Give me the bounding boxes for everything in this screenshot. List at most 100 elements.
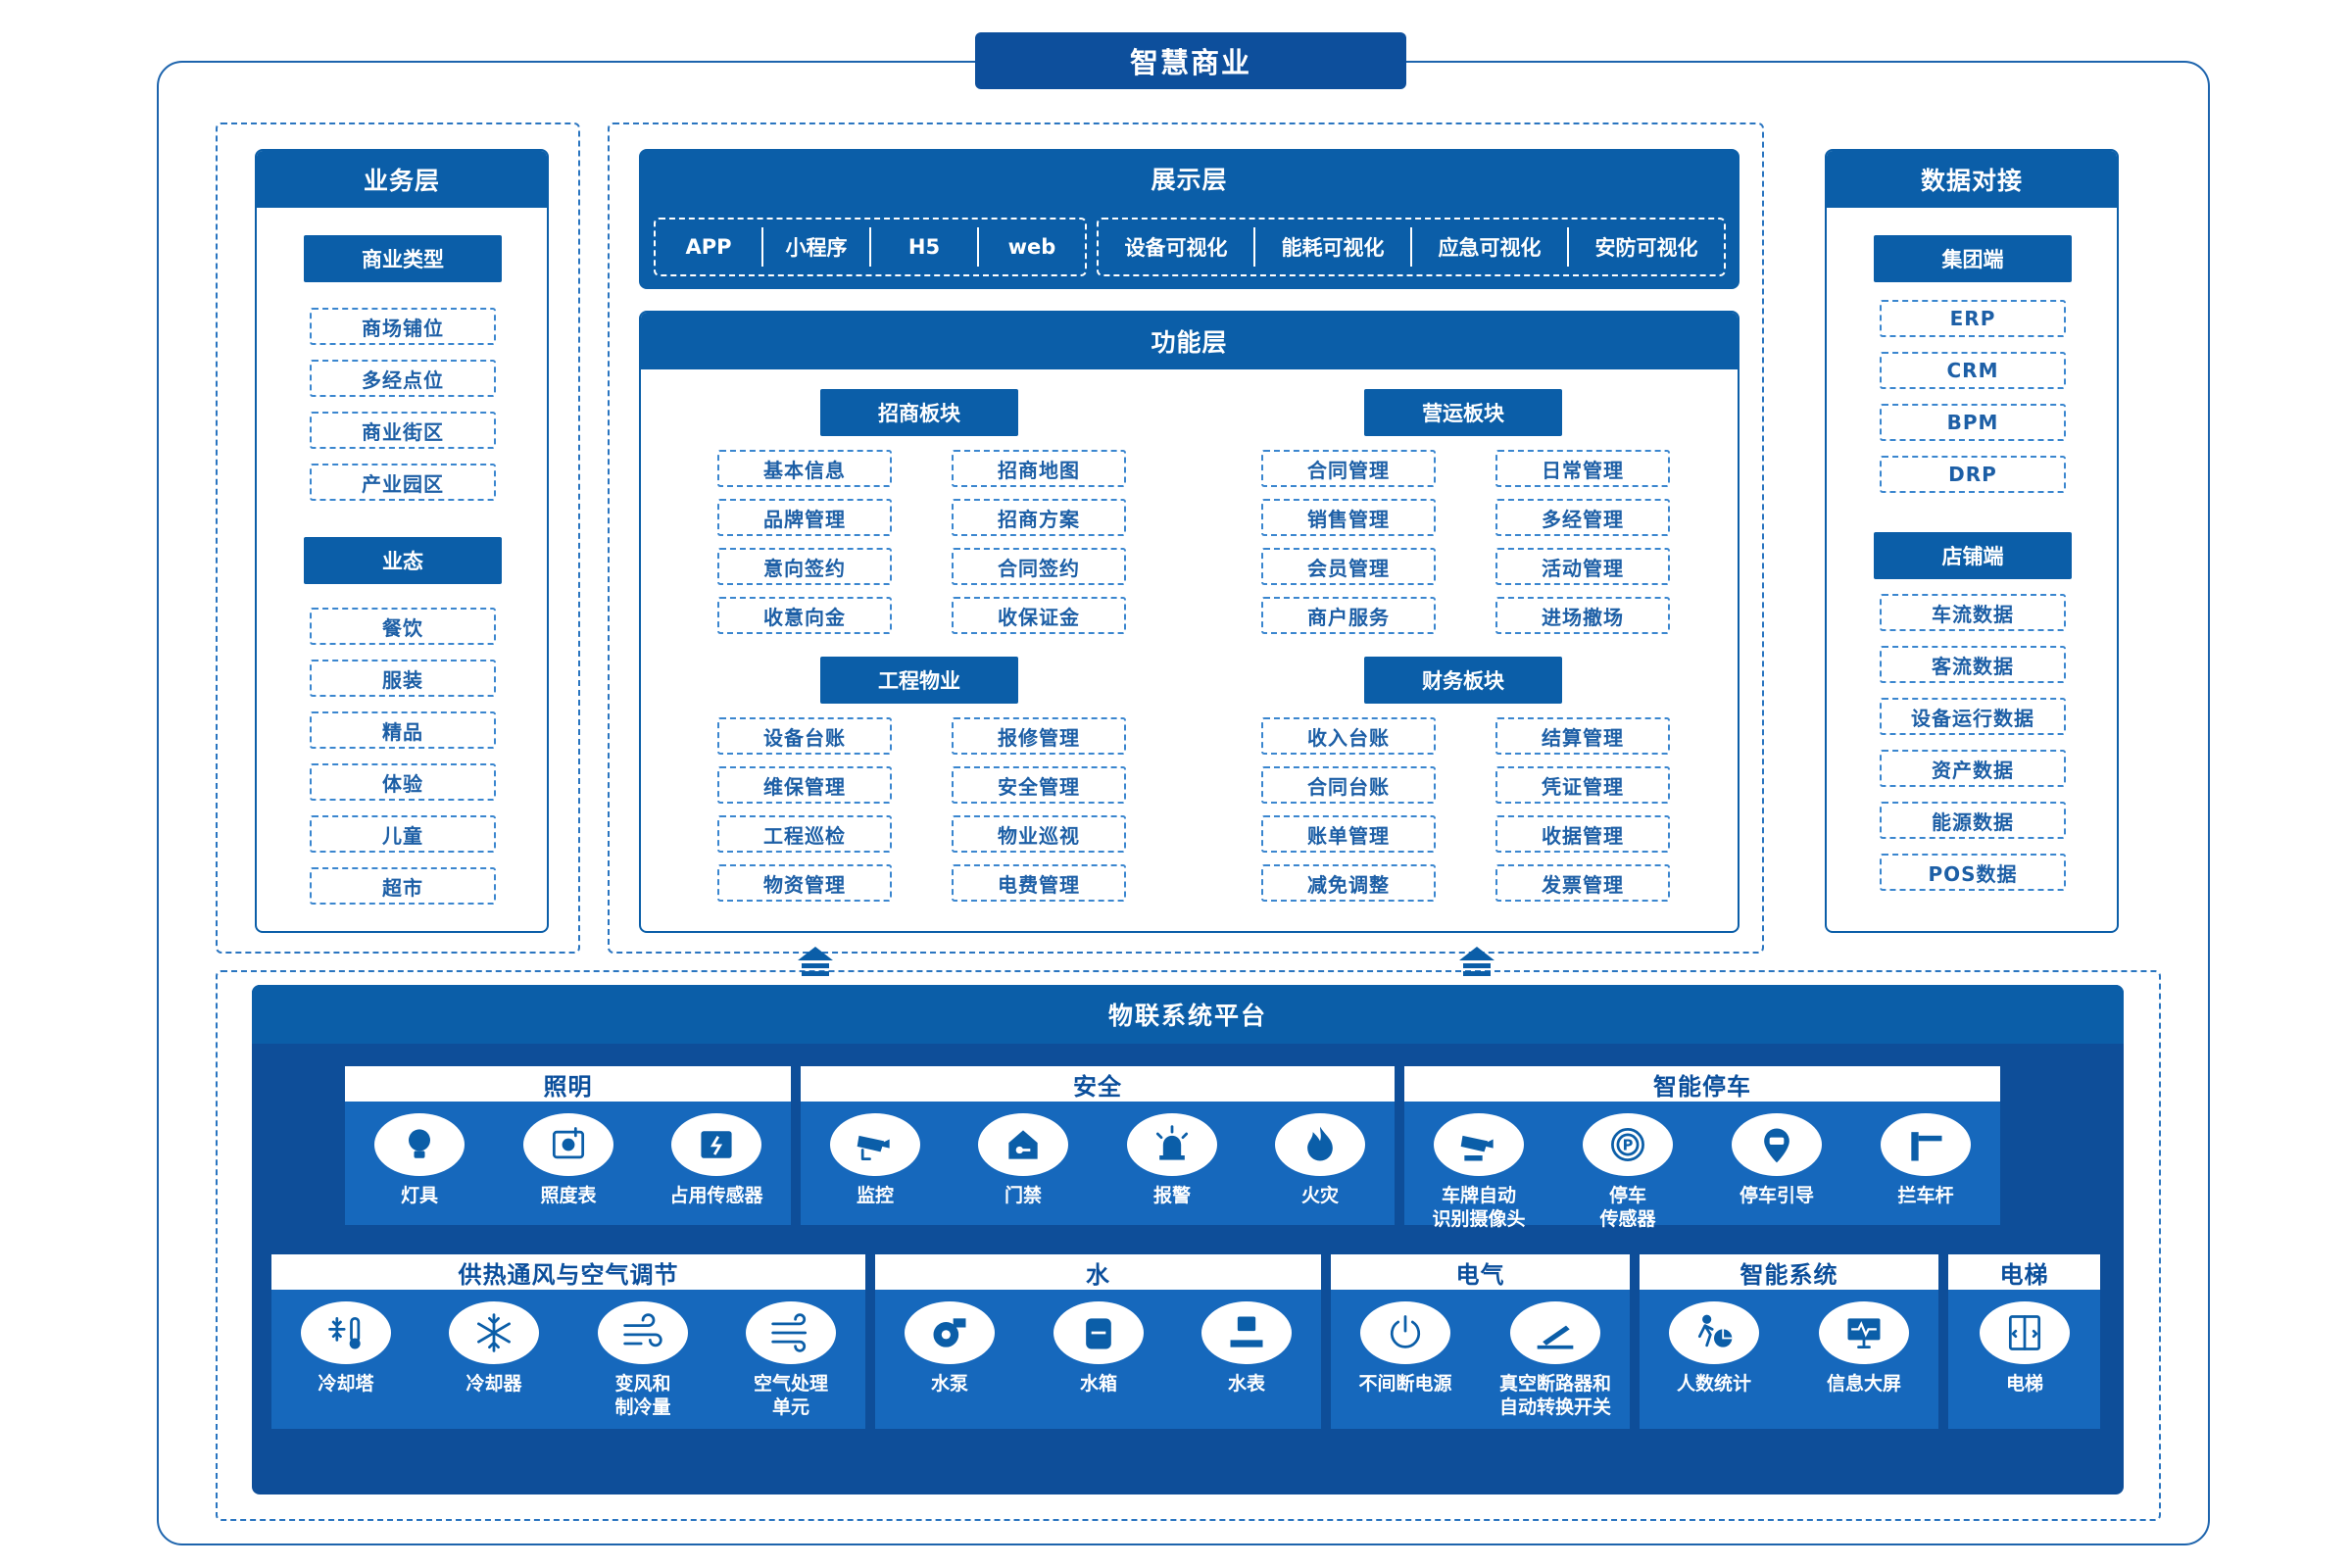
iot-device-label: 真空断路器和 自动转换开关 [1498, 1373, 1611, 1418]
up-arrow-icon [1459, 947, 1494, 976]
display-group-visualization: 设备可视化能耗可视化应急可视化安防可视化 [1097, 218, 1726, 276]
function-item: 收入台账 [1261, 717, 1436, 755]
business-format-item: 体验 [310, 763, 496, 801]
iot-device-label: 占用传感器 [669, 1185, 763, 1206]
function-item: 合同台账 [1261, 766, 1436, 804]
display-layer-title: 展示层 [641, 151, 1738, 206]
business-format-item: 超市 [310, 867, 496, 905]
iot-device[interactable]: 水箱 [1035, 1301, 1162, 1396]
divider [1567, 227, 1569, 267]
elevator-icon [1980, 1301, 2070, 1364]
plate-camera-icon [1434, 1113, 1524, 1176]
iot-device-label: 报警 [1152, 1185, 1191, 1206]
iot-device[interactable]: 车牌自动 识别摄像头 [1415, 1113, 1543, 1231]
iot-device[interactable]: 变风和 制冷量 [579, 1301, 707, 1419]
divider [977, 227, 979, 267]
iot-device[interactable]: 拦车杆 [1862, 1113, 1989, 1207]
iot-device[interactable]: 电梯 [1961, 1301, 2088, 1396]
iot-device[interactable]: 报警 [1108, 1113, 1236, 1207]
iot-device[interactable]: 监控 [811, 1113, 939, 1207]
water-tank-icon [1054, 1301, 1144, 1364]
iot-device-label: 拦车杆 [1897, 1185, 1954, 1206]
function-item: 收据管理 [1495, 815, 1670, 853]
iot-device[interactable]: 空气处理 单元 [727, 1301, 855, 1419]
iot-group-title: 电梯 [1948, 1254, 2100, 1290]
iot-device[interactable]: 冷却塔 [282, 1301, 410, 1396]
iot-device[interactable]: 冷却器 [430, 1301, 558, 1396]
iot-device[interactable]: 人数统计 [1650, 1301, 1778, 1396]
business-format-label: 业态 [304, 537, 502, 584]
iot-device[interactable]: 水表 [1183, 1301, 1310, 1396]
iot-device-label: 人数统计 [1676, 1373, 1751, 1395]
shop-end-label: 店铺端 [1874, 532, 2072, 579]
iot-device[interactable]: 火灾 [1256, 1113, 1384, 1207]
iot-device[interactable]: 停车引导 [1713, 1113, 1840, 1207]
function-item: 合同签约 [952, 548, 1126, 585]
function-item: 会员管理 [1261, 548, 1436, 585]
iot-device[interactable]: 照度表 [505, 1113, 632, 1207]
display-item: H5 [907, 235, 941, 259]
iot-group-title: 电气 [1331, 1254, 1630, 1290]
iot-device[interactable]: 灯具 [356, 1113, 483, 1207]
group-end-item: BPM [1880, 404, 2066, 441]
snowflake-icon [449, 1301, 539, 1364]
function-item: 报修管理 [952, 717, 1126, 755]
shop-end-item: 设备运行数据 [1880, 698, 2066, 735]
business-format-item: 儿童 [310, 815, 496, 853]
iot-device-label: 空气处理 单元 [753, 1373, 828, 1418]
occupancy-sensor-icon [671, 1113, 761, 1176]
info-screen-icon [1819, 1301, 1909, 1364]
shop-end-item: 资产数据 [1880, 750, 2066, 787]
fire-icon [1275, 1113, 1365, 1176]
function-layer-title: 功能层 [641, 313, 1738, 369]
iot-device[interactable]: 不间断电源 [1342, 1301, 1469, 1396]
iot-device[interactable]: 占用传感器 [653, 1113, 780, 1207]
function-item: 进场撤场 [1495, 597, 1670, 634]
iot-group-title: 水 [875, 1254, 1321, 1290]
air-handler-icon [746, 1301, 836, 1364]
up-arrow-icon [798, 947, 833, 976]
business-format-item: 精品 [310, 711, 496, 749]
function-item: 意向签约 [717, 548, 892, 585]
function-item: 设备台账 [717, 717, 892, 755]
divider [761, 227, 763, 267]
iot-device[interactable]: 真空断路器和 自动转换开关 [1492, 1301, 1619, 1419]
iot-device-label: 停车引导 [1739, 1185, 1814, 1206]
business-type-item: 商业街区 [310, 412, 496, 449]
function-item: 日常管理 [1495, 450, 1670, 487]
iot-group-title: 供热通风与空气调节 [271, 1254, 865, 1290]
iot-device-label: 冷却器 [466, 1373, 522, 1395]
iot-device-label: 电梯 [2005, 1373, 2043, 1395]
iot-device-label: 冷却塔 [318, 1373, 374, 1395]
iot-region [216, 970, 2161, 1521]
divider [1410, 227, 1412, 267]
function-item: 物资管理 [717, 864, 892, 902]
function-item: 收保证金 [952, 597, 1126, 634]
iot-device-label: 监控 [856, 1185, 894, 1206]
iot-device-label: 不间断电源 [1358, 1373, 1452, 1395]
iot-device-label: 水表 [1227, 1373, 1265, 1395]
function-item: 招商地图 [952, 450, 1126, 487]
iot-group: 电梯电梯 [1948, 1254, 2100, 1429]
iot-group-title: 智能停车 [1404, 1066, 2000, 1102]
iot-device[interactable]: 信息大屏 [1800, 1301, 1928, 1396]
function-item: 维保管理 [717, 766, 892, 804]
iot-group: 电气不间断电源 真空断路器和 自动转换开关 [1331, 1254, 1630, 1429]
iot-group-title: 安全 [801, 1066, 1395, 1102]
function-block-label: 财务板块 [1364, 657, 1562, 704]
iot-platform-title: 物联系统平台 [252, 985, 2124, 1044]
function-item: 销售管理 [1261, 499, 1436, 536]
divider [1253, 227, 1255, 267]
group-end-item: DRP [1880, 456, 2066, 493]
function-item: 基本信息 [717, 450, 892, 487]
business-region [216, 122, 580, 954]
iot-group-title: 照明 [345, 1066, 791, 1102]
function-item: 电费管理 [952, 864, 1126, 902]
iot-device-label: 信息大屏 [1826, 1373, 1901, 1395]
iot-device[interactable]: 水泵 [886, 1301, 1013, 1396]
display-item: APP [685, 235, 732, 259]
circuit-breaker-icon [1510, 1301, 1600, 1364]
iot-device[interactable]: 门禁 [959, 1113, 1087, 1207]
